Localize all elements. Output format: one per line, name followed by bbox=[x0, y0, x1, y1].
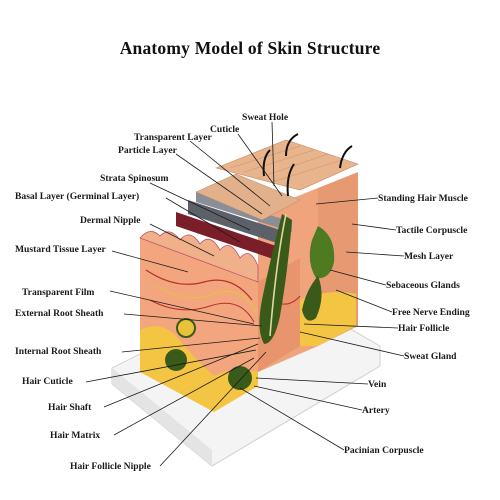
hair-strand-1 bbox=[262, 149, 271, 177]
labels: Sweat Hole Cuticle Transparent Layer Par… bbox=[15, 112, 470, 472]
label-dermal-nipple: Dermal Nipple bbox=[80, 215, 141, 226]
label-tactile-corpuscle: Tactile Corpuscle bbox=[396, 225, 468, 236]
label-pacinian-corpuscle: Pacinian Corpuscle bbox=[344, 445, 424, 456]
label-sebaceous-glands: Sebaceous Glands bbox=[386, 280, 460, 291]
page-title: Anatomy Model of Skin Structure bbox=[119, 38, 381, 58]
label-hair-matrix: Hair Matrix bbox=[50, 430, 100, 441]
label-free-nerve-ending: Free Nerve Ending bbox=[392, 307, 470, 318]
label-external-root-sheath: External Root Sheath bbox=[15, 308, 104, 319]
pacinian-body-right bbox=[228, 366, 252, 390]
dermal-papillae bbox=[139, 231, 259, 283]
hair-strand-4 bbox=[286, 163, 295, 197]
label-hair-follicle-nipple: Hair Follicle Nipple bbox=[70, 461, 152, 472]
left-epidermis-top bbox=[195, 173, 301, 221]
hair-strand-3 bbox=[339, 145, 353, 169]
right-epidermis-top bbox=[215, 139, 359, 191]
label-cuticle: Cuticle bbox=[210, 124, 240, 135]
label-mesh-layer: Mesh Layer bbox=[404, 251, 454, 262]
basal-layer-band bbox=[176, 212, 276, 260]
label-strata-spinosum: Strata Spinosum bbox=[100, 173, 169, 184]
skin-model-illustration bbox=[111, 133, 381, 467]
label-hair-follicle: Hair Follicle bbox=[398, 323, 450, 334]
label-particle-layer: Particle Layer bbox=[118, 145, 178, 156]
strata-layer-band bbox=[188, 200, 286, 246]
hair-strand-2 bbox=[285, 133, 299, 157]
sebaceous-gland-shape bbox=[309, 226, 335, 279]
label-sweat-gland: Sweat Gland bbox=[404, 351, 457, 362]
label-standing-hair-muscle: Standing Hair Muscle bbox=[378, 193, 469, 204]
pacinian-body-left bbox=[165, 349, 187, 371]
label-transparent-film: Transparent Film bbox=[22, 287, 94, 298]
label-hair-cuticle: Hair Cuticle bbox=[22, 376, 73, 387]
label-internal-root-sheath: Internal Root Sheath bbox=[15, 346, 102, 357]
label-artery: Artery bbox=[362, 405, 390, 416]
label-basal-layer: Basal Layer (Germinal Layer) bbox=[15, 191, 139, 202]
label-transparent-layer: Transparent Layer bbox=[134, 132, 212, 143]
label-mustard-tissue-layer: Mustard Tissue Layer bbox=[15, 244, 107, 255]
label-sweat-hole: Sweat Hole bbox=[242, 112, 289, 123]
left-fat-layer bbox=[140, 326, 258, 412]
label-hair-shaft: Hair Shaft bbox=[48, 402, 92, 413]
label-vein: Vein bbox=[368, 379, 387, 390]
leader-lines bbox=[85, 121, 405, 467]
